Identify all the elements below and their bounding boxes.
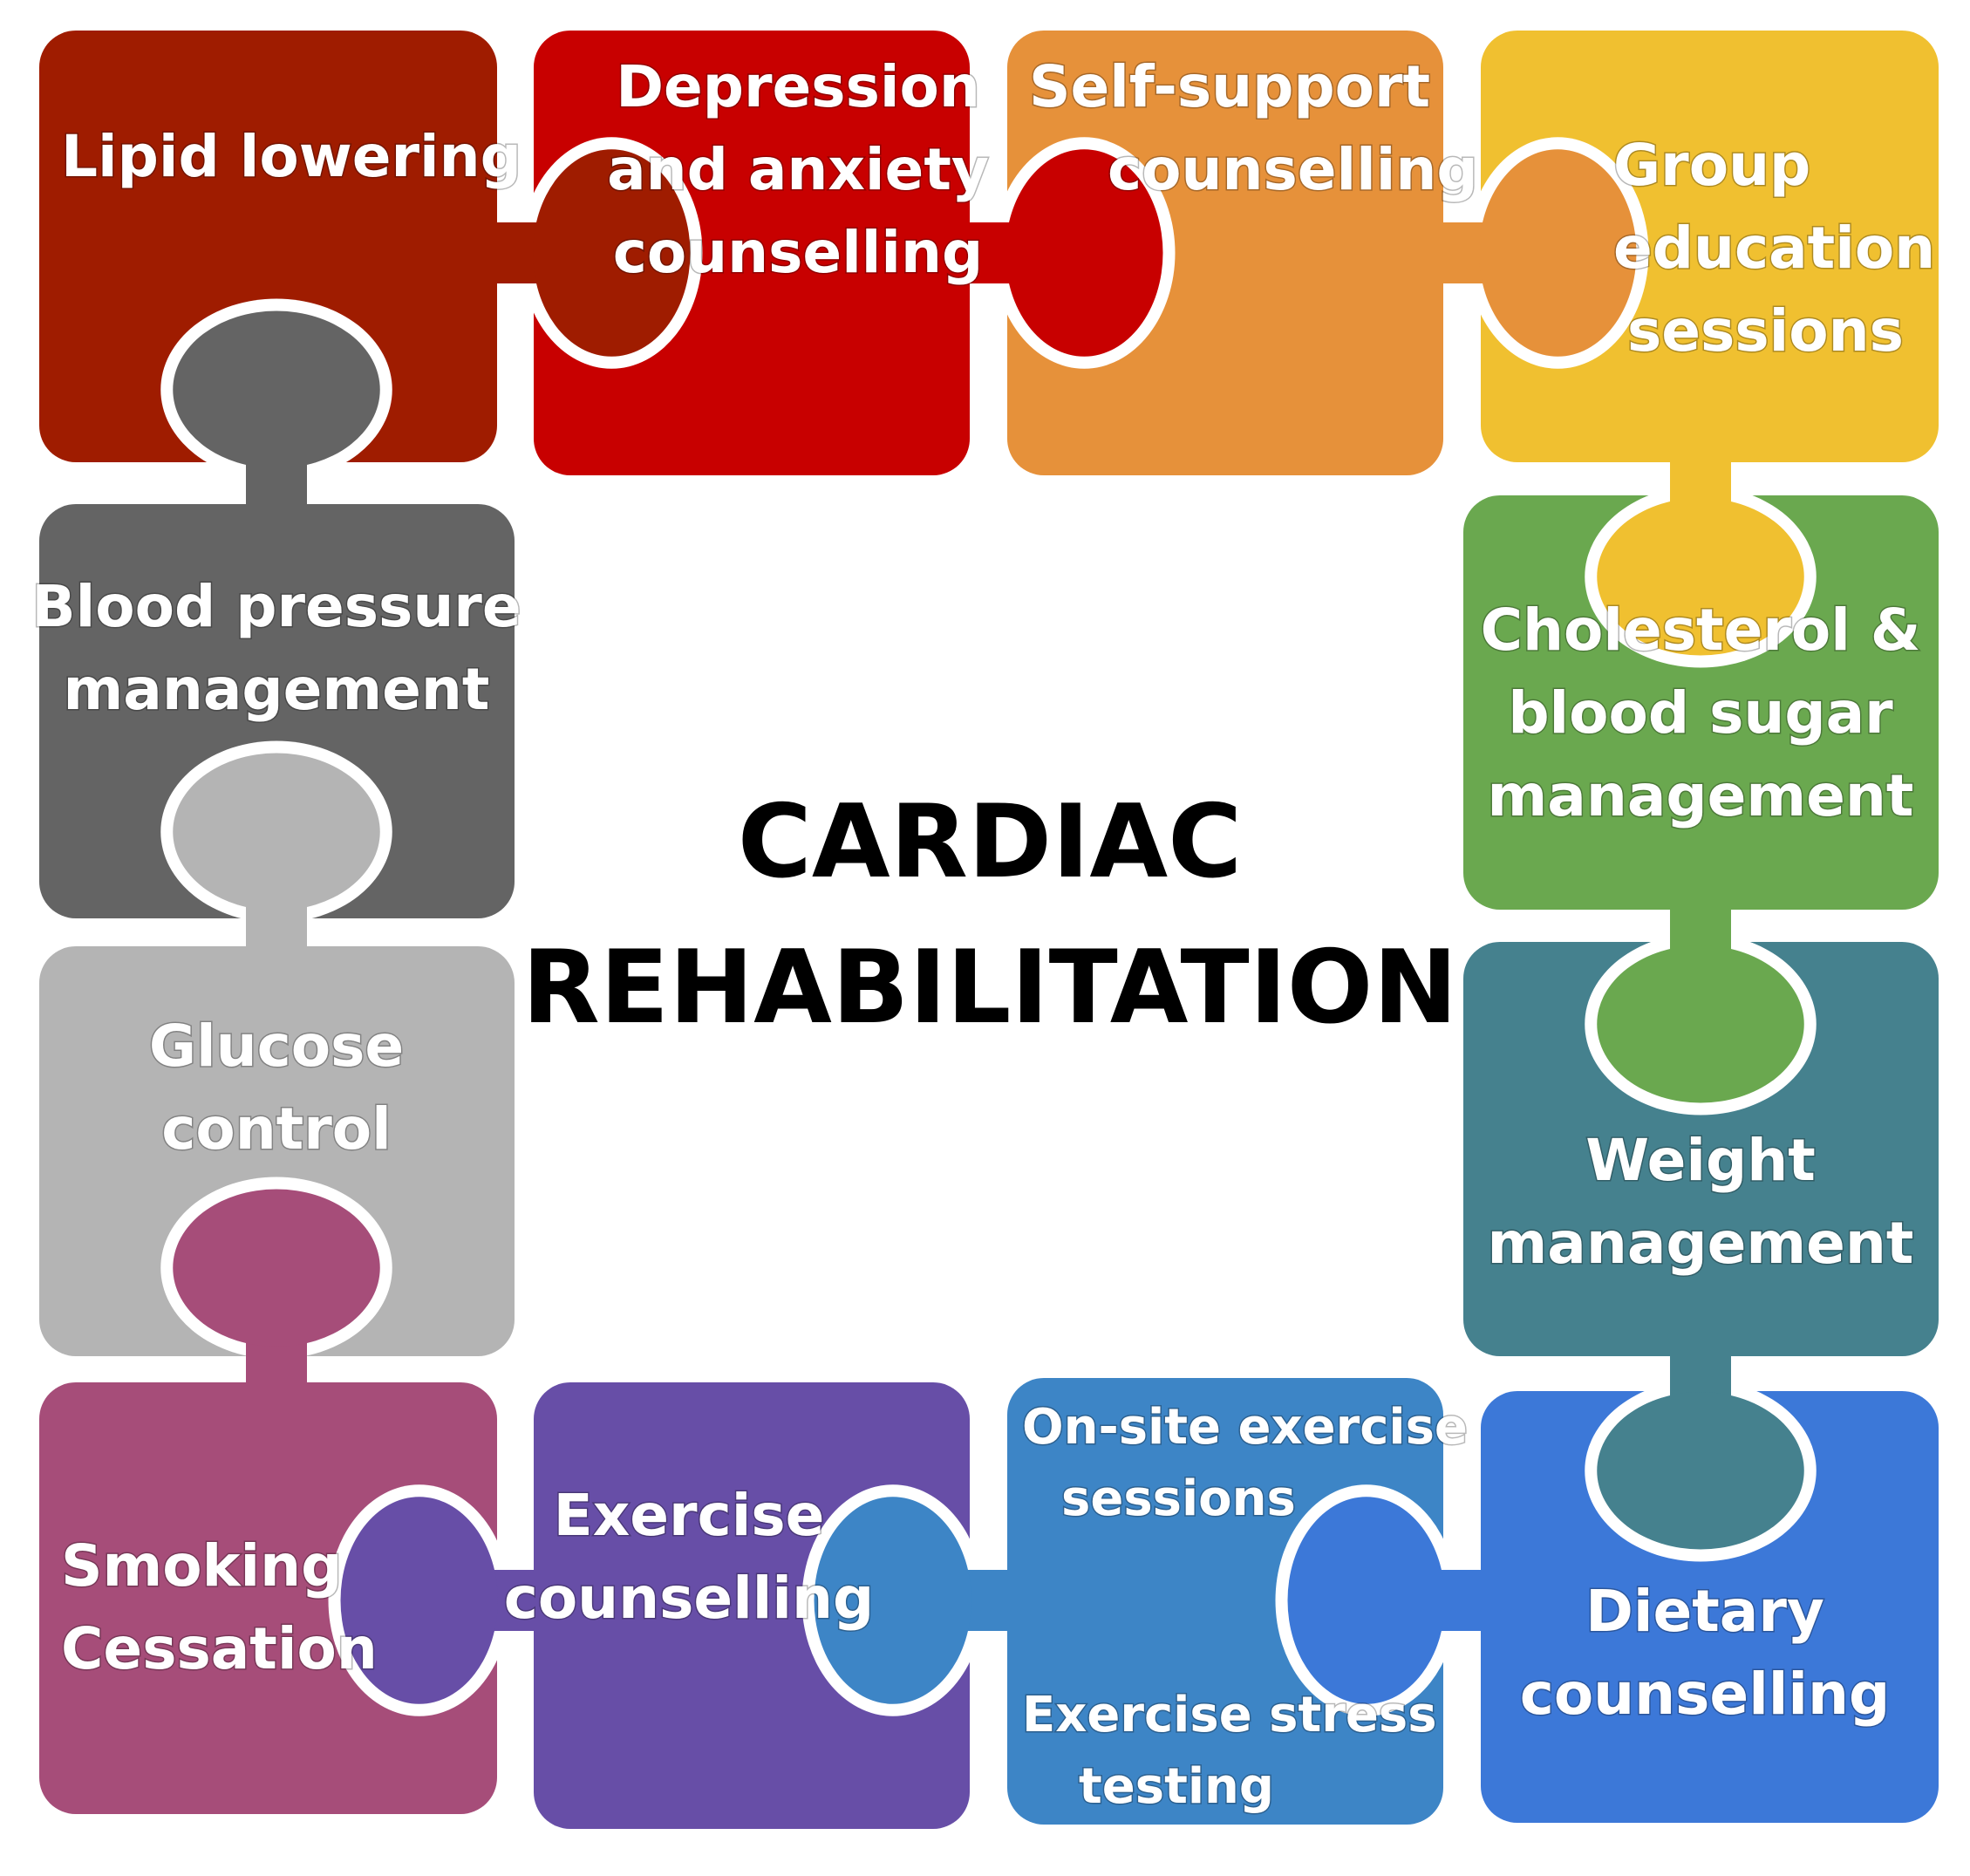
depression-anxiety-piece	[534, 31, 970, 475]
group-education-label-line: Group	[1613, 132, 1810, 199]
blood-pressure-piece	[39, 504, 515, 918]
weight-management-piece	[1463, 942, 1939, 1356]
depression-anxiety-label-line: counselling	[613, 219, 984, 286]
exercise-counselling-label-line: Exercise	[554, 1482, 825, 1549]
group-education-knob	[1585, 462, 1817, 668]
group-education-label-line: sessions	[1627, 297, 1904, 365]
smoking-cessation-knob	[160, 1177, 392, 1382]
weight-management-knob	[1585, 1356, 1817, 1562]
onsite-exercise-piece	[1007, 1378, 1443, 1825]
glucose-control-label-line: Glucose	[149, 1013, 404, 1080]
onsite-exercise-label-line: On-site exercise	[1022, 1399, 1468, 1456]
group-education-label-line: education	[1613, 215, 1935, 282]
cholesterol-blood-sugar-label-line: management	[1488, 762, 1914, 829]
blood-pressure-label-line: Blood pressure	[31, 573, 521, 640]
cholesterol-blood-sugar-label-line: Cholesterol &	[1481, 597, 1921, 664]
self-support-label-line: counselling	[1108, 136, 1478, 203]
onsite-exercise-label-line: Exercise stress	[1022, 1687, 1437, 1743]
smoking-cessation-label-line: Smoking	[61, 1532, 342, 1600]
self-support-piece	[1007, 31, 1443, 475]
weight-management-label-line: management	[1488, 1210, 1914, 1277]
dietary-counselling-knob	[1275, 1484, 1481, 1716]
puzzle-labels: Lipid lowering Depression and anxiety couns…	[31, 52, 1937, 1817]
self-support-label-line: Self-support	[1029, 53, 1430, 120]
self-support-knob	[1443, 137, 1649, 369]
glucose-control-label-line: control	[161, 1095, 392, 1163]
onsite-exercise-label-line: testing	[1079, 1758, 1274, 1815]
dietary-counselling-label-line: counselling	[1520, 1661, 1891, 1728]
depression-anxiety-label-line: and anxiety	[607, 136, 989, 203]
glucose-control-piece	[39, 946, 515, 1356]
smoking-cessation-label-line: Cessation	[61, 1615, 378, 1682]
depression-anxiety-label-line: Depression	[616, 53, 980, 120]
cholesterol-blood-sugar-label-line: blood sugar	[1508, 679, 1893, 747]
onsite-exercise-label-line: sessions	[1061, 1470, 1296, 1527]
cholesterol-blood-sugar-knob	[1585, 910, 1817, 1115]
onsite-exercise-knob	[801, 1484, 1007, 1716]
blood-pressure-knob	[160, 298, 392, 504]
puzzle-shapes	[39, 31, 1939, 1829]
depression-anxiety-knob	[970, 137, 1176, 369]
glucose-control-knob	[160, 740, 392, 946]
exercise-counselling-knob	[328, 1484, 534, 1716]
cholesterol-blood-sugar-piece	[1463, 495, 1939, 910]
blood-pressure-label-line: management	[64, 656, 490, 723]
lipid-lowering-knob	[497, 137, 703, 369]
exercise-counselling-label-line: counselling	[504, 1565, 875, 1632]
dietary-counselling-label-line: Dietary	[1585, 1578, 1824, 1645]
diagram-title-line-2: REHABILITATION	[522, 929, 1458, 1047]
lipid-lowering-label-line: Lipid lowering	[61, 123, 521, 190]
diagram-title-line-1: CARDIAC	[738, 783, 1243, 901]
weight-management-label-line: Weight	[1585, 1127, 1816, 1194]
